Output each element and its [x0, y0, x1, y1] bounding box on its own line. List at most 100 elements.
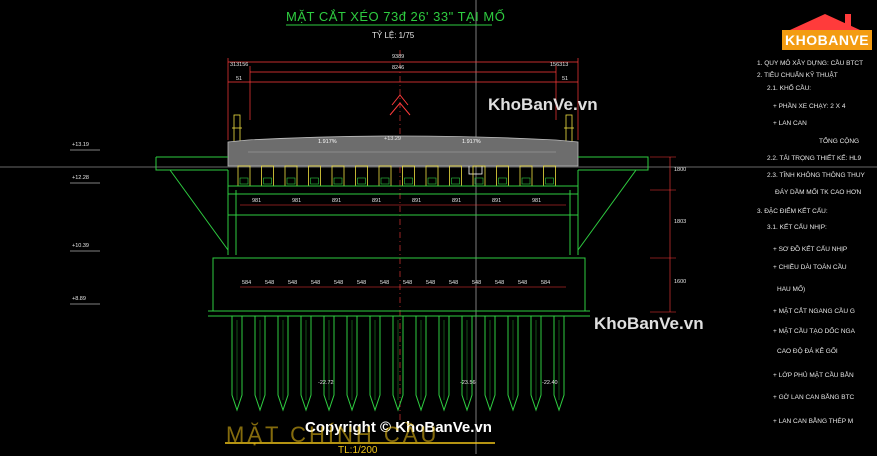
pile [553, 316, 565, 412]
girder-row [237, 165, 556, 187]
pile-dim-label: 548 [403, 280, 413, 286]
note-line: + MẶT CẮT NGANG CẦU G [773, 308, 855, 315]
pile [300, 316, 312, 412]
note-line: 2. TIÊU CHUẨN KỸ THUẬT [757, 72, 838, 79]
bearing [333, 177, 343, 185]
pile [530, 316, 542, 412]
elevation-left-2: +12.28 [72, 175, 89, 181]
pile [507, 316, 519, 412]
note-line: TỔNG CỘNG [819, 138, 860, 145]
top-dim-right: 156313 [550, 62, 569, 68]
bearing [263, 177, 272, 185]
pile [438, 316, 450, 412]
bearing [286, 177, 296, 185]
north-arrow-icon [389, 94, 411, 116]
girder-dim-label: 981 [292, 198, 302, 204]
pile-dim-label: 548 [288, 280, 298, 286]
note-line: + LAN CAN BẰNG THÉP M [773, 418, 854, 425]
left-elevation-marks [70, 149, 100, 305]
bearing [357, 177, 366, 185]
pile [369, 316, 381, 412]
bearing [498, 177, 507, 185]
girder-dim-label: 891 [492, 198, 502, 204]
logo: KHOBANVE [782, 30, 873, 50]
section-title: MẶT CẮT XÉO 73đ 26' 33" TẠI MỐ [286, 9, 506, 24]
top-dim-inner: 8246 [392, 65, 405, 71]
pile [392, 316, 404, 412]
pile-dim-label: 548 [265, 280, 275, 286]
right-vertical-dims [650, 156, 676, 313]
bottom-title: MẶT CHÍNH CẦU [226, 422, 440, 447]
note-line: 3. ĐẶC ĐIỂM KẾT CẤU: [757, 208, 828, 215]
pile [415, 316, 427, 412]
right-dim-2: 1803 [674, 219, 687, 225]
top-dimensions [227, 58, 579, 140]
top-small-right: 51 [562, 76, 569, 82]
pile-dim-label: 548 [518, 280, 528, 286]
note-line: 2.1. KHỔ CẦU: [767, 85, 812, 92]
elevation-left-4: +8.89 [72, 296, 86, 302]
pile-dim-label: 584 [242, 280, 252, 286]
note-line: + LAN CAN [773, 120, 807, 127]
elevation-left-1: +13.19 [72, 142, 89, 148]
logo-house-icon [790, 14, 860, 30]
pile [484, 316, 496, 412]
note-line: HAU MỐ) [777, 286, 806, 293]
note-line: + CHIỀU DÀI TOÀN CẦU [773, 264, 847, 271]
pile [231, 316, 243, 412]
elevation-pile-2: -23.56 [460, 380, 476, 386]
bearing [451, 177, 460, 185]
pile-cap [208, 257, 590, 317]
pile-dim-label: 548 [311, 280, 321, 286]
pile-dim-label: 548 [334, 280, 344, 286]
elevation-pile-1: -22.72 [318, 380, 334, 386]
bottom-scale: TL:1/200 [338, 445, 378, 456]
section-scale: TỶ LỆ: 1/75 [372, 31, 415, 40]
top-dim-left: 313156 [230, 62, 249, 68]
note-line: + MẶT CẦU TẠO DỐC NGA [773, 328, 855, 335]
elevation-pile-3: -22.40 [542, 380, 558, 386]
abutment-wings [155, 156, 649, 255]
pile-dim-label: 548 [426, 280, 436, 286]
bearing [239, 177, 249, 185]
copyright-text: Copyright © KhoBanVe.vn [305, 419, 492, 436]
cap-beam [227, 185, 579, 216]
right-dim-1: 1800 [674, 167, 687, 173]
pile-dim-label: 548 [472, 280, 482, 286]
right-dim-3: 1600 [674, 279, 687, 285]
top-small-left: 51 [236, 76, 243, 82]
bearing [380, 177, 390, 185]
watermark-1: KhoBanVe.vn [488, 95, 598, 114]
pile-dim-label: 548 [357, 280, 367, 286]
note-line: 3.1. KẾT CẤU NHỊP: [767, 224, 827, 231]
pile-dim-label: 548 [380, 280, 390, 286]
slope-left: 1.917% [318, 139, 337, 145]
note-line: + LỚP PHỦ MẶT CẦU BẰN [773, 372, 854, 379]
pile [254, 316, 266, 412]
note-line: 2.2. TẢI TRỌNG THIẾT KẾ: HL9 [767, 155, 862, 162]
bearing [427, 177, 437, 185]
pile-dim-label: 548 [449, 280, 459, 286]
deck-slab [227, 135, 579, 167]
bearing [521, 177, 531, 185]
girder-dim-label: 891 [372, 198, 382, 204]
pile [277, 316, 289, 412]
note-line: ĐÁY DẦM MỐI TK CAO HƠN [775, 189, 862, 196]
slope-right: 1.917% [462, 139, 481, 145]
note-line: 1. QUY MÔ XÂY DỰNG: CẦU BTCT [757, 60, 864, 67]
girder-dim-label: 891 [332, 198, 342, 204]
girder-dim-label: 891 [412, 198, 422, 204]
pile [323, 316, 335, 412]
pile-group [231, 316, 565, 412]
elevation-left-3: +10.39 [72, 243, 89, 249]
pile [346, 316, 358, 412]
top-dim-total: 9389 [392, 54, 405, 60]
girder-dim-label: 981 [252, 198, 262, 204]
bearing [310, 177, 319, 185]
note-line: + PHẦN XE CHẠY: 2 X 4 [773, 103, 846, 110]
girder-dim-label: 891 [452, 198, 462, 204]
elevation-deck: +13.29 [384, 136, 401, 142]
watermark-2: KhoBanVe.vn [594, 314, 704, 333]
bearing [474, 177, 484, 185]
